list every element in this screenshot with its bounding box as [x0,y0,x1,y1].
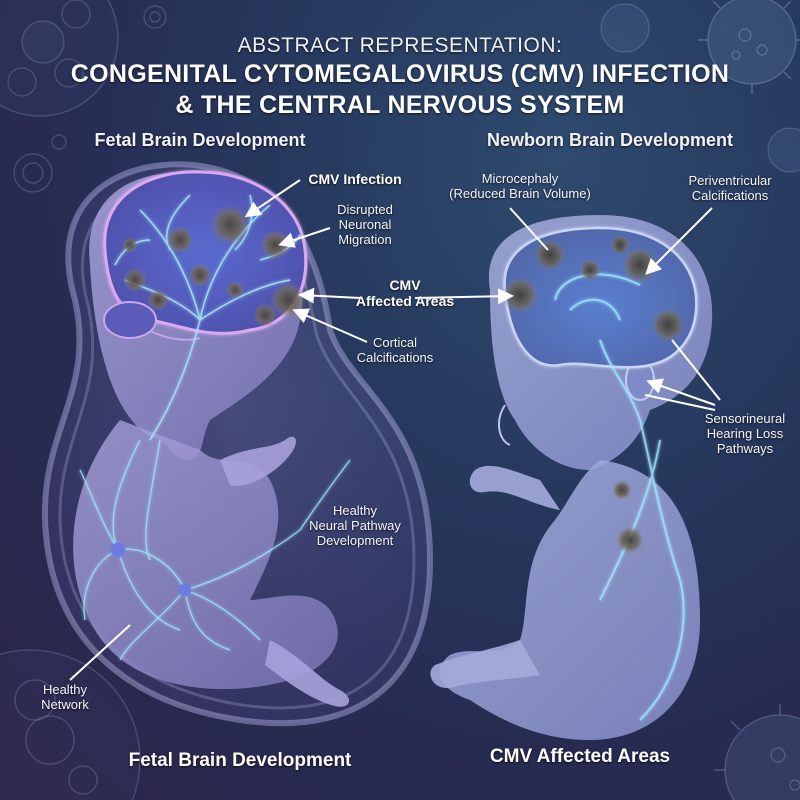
page-title: CONGENITAL CYTOMEGALOVIRUS (CMV) INFECTI… [0,60,800,122]
label-disrupted-migration: Disrupted Neuronal Migration [337,202,393,247]
fetus-body [73,420,338,690]
cmv-lesions [122,205,306,327]
arrow-hearing-2 [646,378,716,406]
title-line-2: & THE CENTRAL NERVOUS SYSTEM [175,90,625,119]
arrow-cortical-calcifications [292,308,368,343]
label-healthy-network: Healthy Network [41,682,89,712]
right-section-heading: Newborn Brain Development [486,130,734,150]
arrow-hearing-1 [671,339,721,401]
label-cortical-calcifications: Cortical Calcifications [356,335,434,365]
label-cmv-infection: CMV Infection [308,171,402,187]
cmv-lesions [502,235,685,554]
label-periventricular-calcifications: Periventricular Calcifications [688,173,772,203]
neuron-icon [111,543,125,557]
arrow-cmv-affected-right [414,288,514,305]
neuron-icon [179,584,191,596]
arrow-cmv-affected-left [298,287,361,304]
arrow-healthy-network [69,624,131,681]
virus-particle-icon [698,0,800,94]
title-subtitle: ABSTRACT REPRESENTATION: [237,34,563,57]
arrow-microcephaly [509,207,549,251]
arrow-disrupted-migration [278,227,331,248]
arrow-periventricular [645,207,713,275]
left-section-heading: Fetal Brain Development [94,130,306,150]
label-healthy-neural-pathway: Healthy Neural Pathway Development [309,503,401,548]
left-footer-caption: Fetal Brain Development [128,750,352,771]
arrow-cmv-infection [244,179,301,218]
cell-icon [0,0,119,117]
arrow-hearing-3 [644,394,716,411]
label-sensorineural-hearing-loss: Sensorineural Hearing Loss Pathways [704,411,786,456]
label-cmv-affected-areas: CMV Affected Areas [355,277,455,310]
label-microcephaly: Microcephaly (Reduced Brain Volume) [449,171,591,201]
title-line-1: CONGENITAL CYTOMEGALOVIRUS (CMV) INFECTI… [70,60,730,88]
healthy-neural-network [79,439,351,661]
cell-icon [0,649,141,800]
right-footer-caption: CMV Affected Areas [489,746,671,767]
virus-particle-icon [714,704,800,800]
virus-particle-icon [600,3,800,173]
